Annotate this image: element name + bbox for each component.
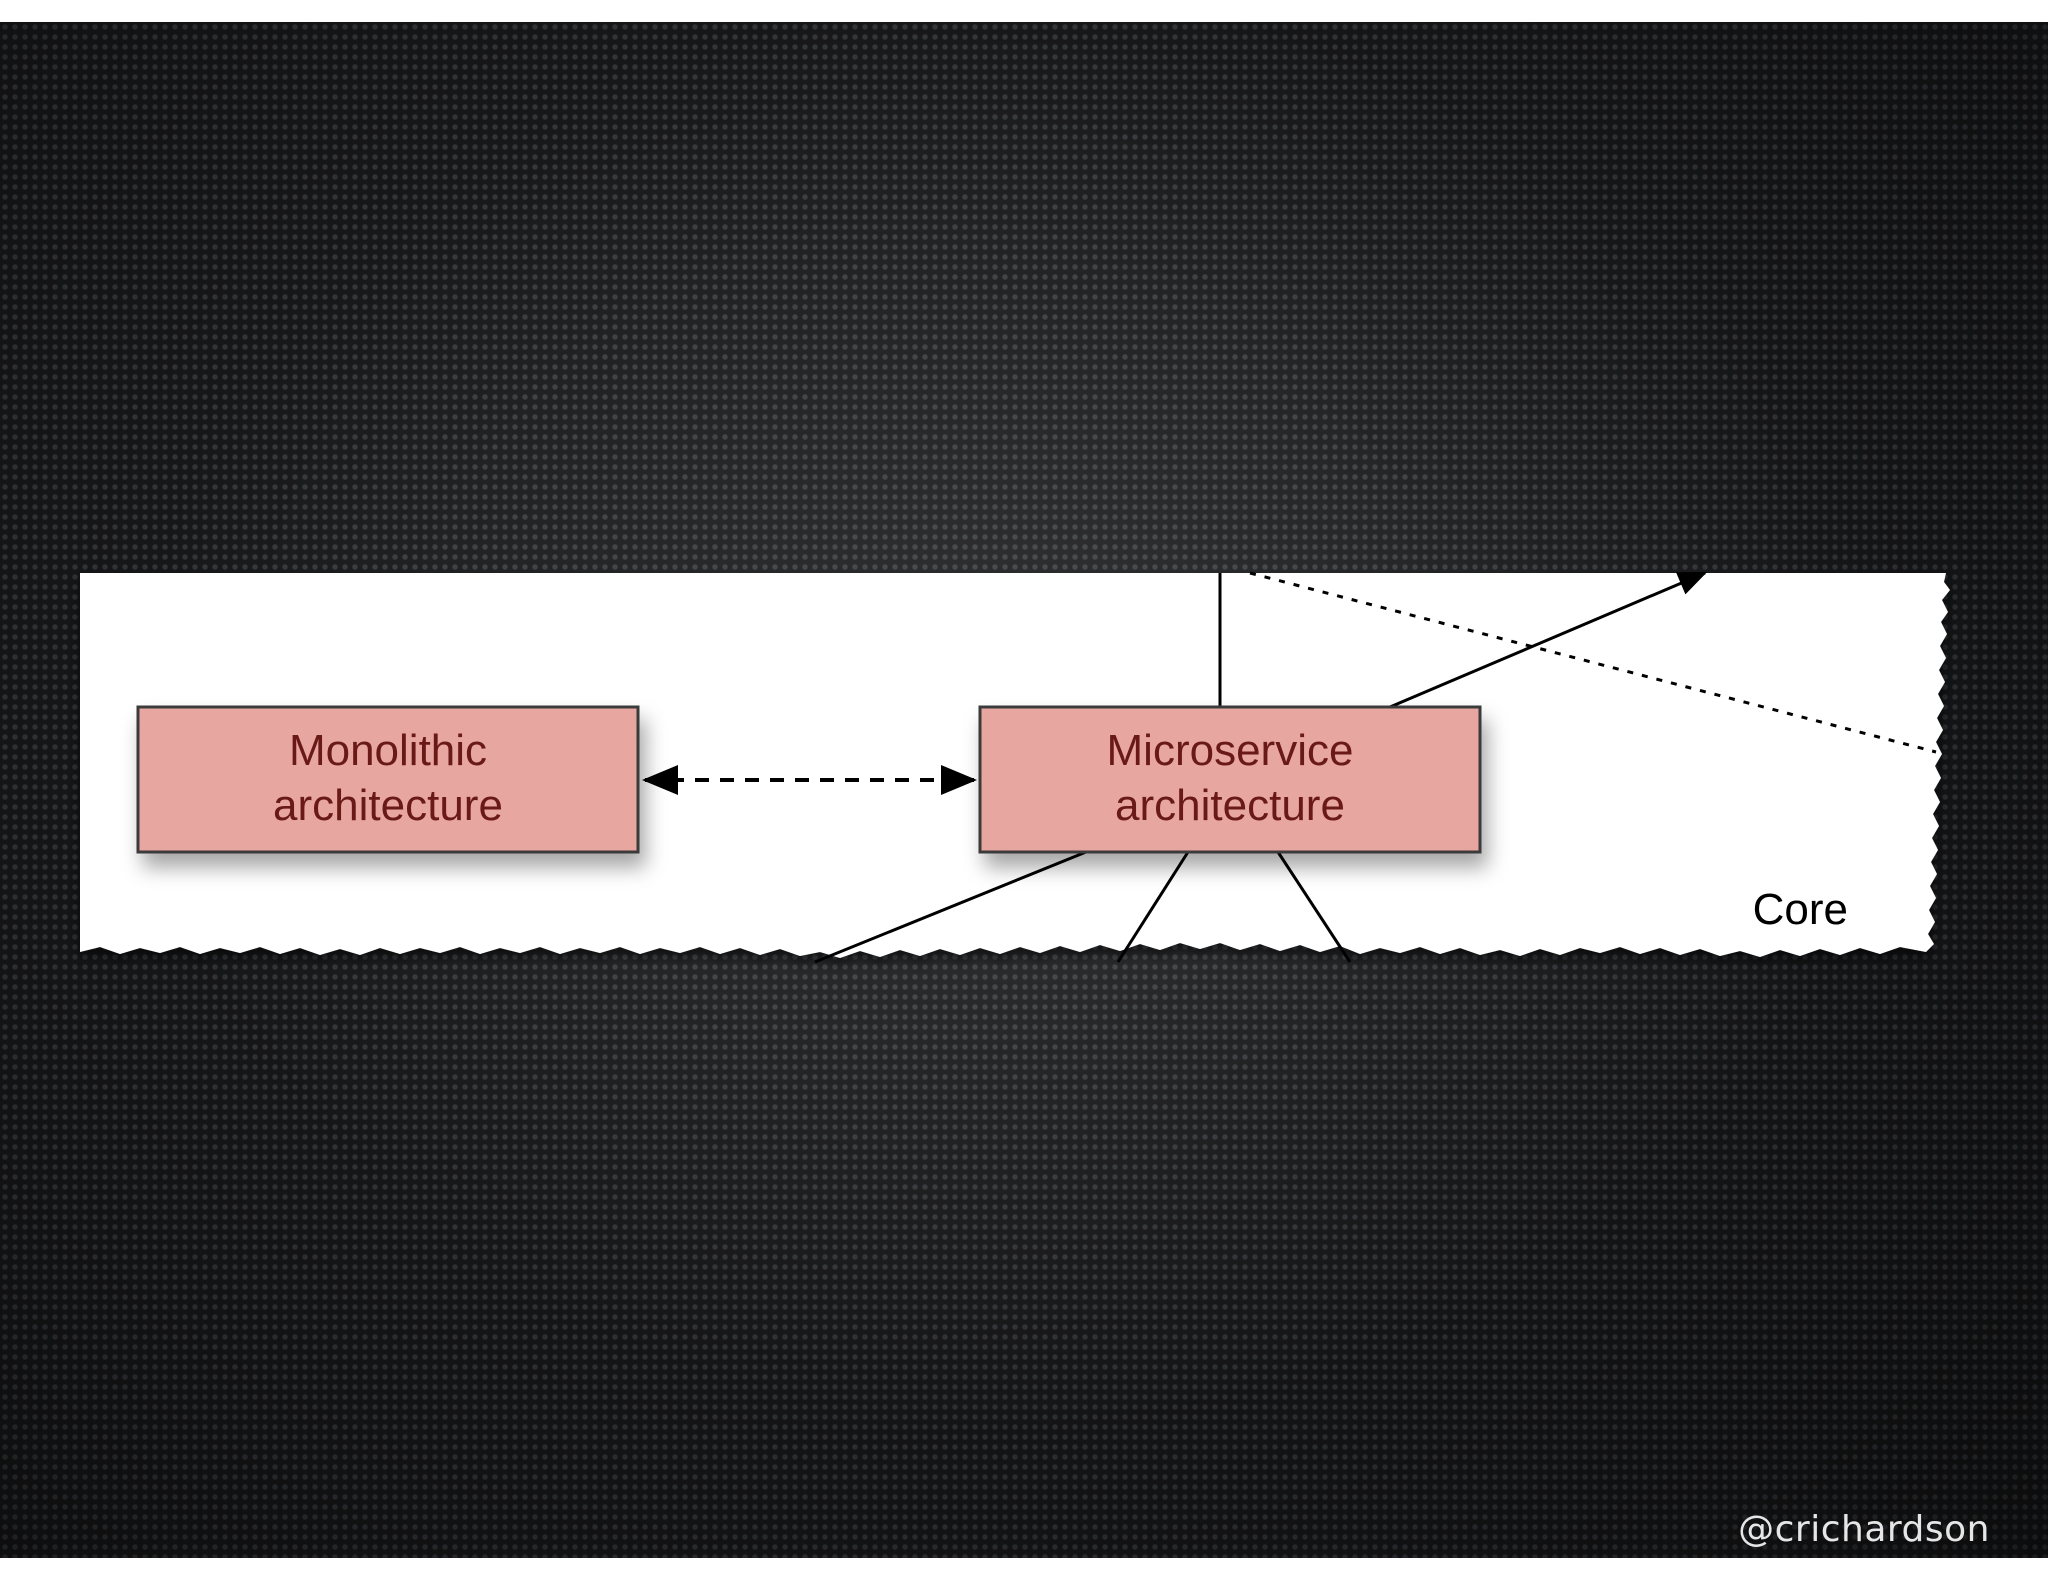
twitter-handle: @crichardson	[1738, 1509, 1990, 1550]
monolithic-label-line1: Monolithic	[289, 726, 487, 775]
core-region-label: Core	[1753, 885, 1848, 934]
monolithic-architecture-box: Monolithic architecture	[136, 705, 640, 854]
microservice-architecture-box: Microservice architecture	[978, 705, 1482, 854]
slide: Monolithic architecture Microservice arc…	[0, 22, 2048, 1558]
line-up-right-from-microservice	[1389, 571, 1708, 709]
line-down-middle-from-microservice	[1116, 851, 1190, 963]
microservice-box-shape	[978, 705, 1482, 854]
connector-lines	[642, 571, 1937, 964]
line-down-right-from-microservice	[1276, 851, 1352, 963]
monolithic-label-line2: architecture	[273, 781, 503, 830]
monolithic-box-shape	[136, 705, 640, 854]
dotted-line-right	[1249, 571, 1937, 754]
microservice-label-line1: Microservice	[1107, 726, 1354, 775]
line-down-left-from-microservice	[814, 850, 1087, 964]
microservice-label-line2: architecture	[1115, 781, 1345, 830]
diagram: Monolithic architecture Microservice arc…	[80, 571, 1950, 964]
